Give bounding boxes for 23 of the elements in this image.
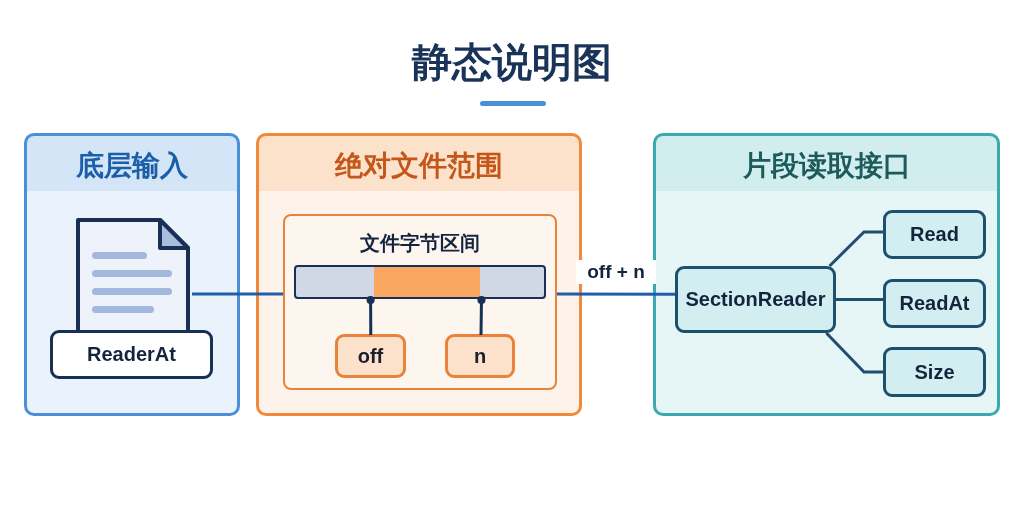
panel-title: 绝对文件范围 bbox=[333, 149, 504, 183]
method-box: Read bbox=[883, 210, 986, 259]
byte-range-bar bbox=[294, 265, 546, 299]
method-box: Size bbox=[883, 347, 986, 397]
connector-line bbox=[836, 298, 883, 302]
diagram-title: 静态说明图 bbox=[410, 39, 613, 86]
connector-line bbox=[828, 230, 883, 268]
panel-title: 片段读取接口 bbox=[741, 149, 912, 183]
connector-line bbox=[557, 292, 675, 296]
method-box: SectionReader bbox=[675, 266, 836, 333]
method-box: n bbox=[445, 334, 515, 378]
box-heading: 文件字节区间 bbox=[359, 231, 481, 256]
connector-line bbox=[825, 331, 883, 374]
edge-label: off + n bbox=[576, 260, 656, 285]
panel bbox=[24, 133, 240, 416]
method-box: off bbox=[335, 334, 406, 378]
method-box: ReaderAt bbox=[50, 330, 213, 379]
connector-line bbox=[192, 292, 283, 296]
panel-title: 底层输入 bbox=[75, 149, 189, 183]
byte-range-box bbox=[283, 214, 557, 390]
panel bbox=[653, 133, 1000, 416]
panel bbox=[256, 133, 582, 416]
method-box: ReadAt bbox=[883, 279, 986, 328]
